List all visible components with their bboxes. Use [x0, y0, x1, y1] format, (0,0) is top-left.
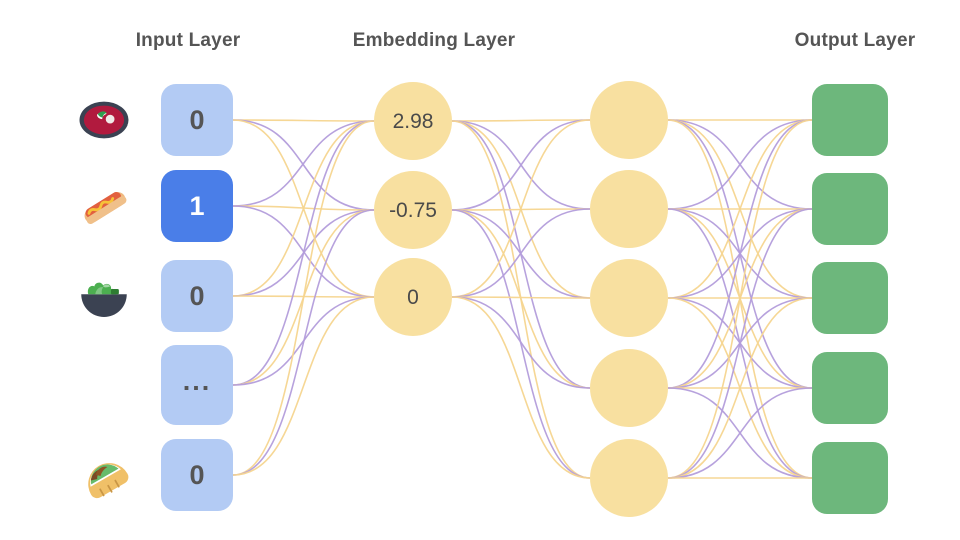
edge: [667, 119, 813, 389]
edge: [451, 296, 591, 479]
edge: [451, 208, 591, 298]
output-node-3[interactable]: [812, 262, 888, 334]
edge: [232, 209, 375, 476]
edge: [232, 119, 375, 122]
edge: [232, 120, 375, 476]
edge: [451, 119, 591, 298]
edge: [667, 119, 813, 479]
output-node-4[interactable]: [812, 352, 888, 424]
edge: [232, 120, 375, 207]
layer-title-output-layer: Output Layer: [794, 30, 916, 51]
green-salad-icon: [76, 268, 132, 324]
input-node-value: ...: [182, 365, 212, 396]
embedding-node-2[interactable]: -0.75: [374, 171, 452, 249]
edge: [451, 209, 591, 389]
hidden-node-5[interactable]: [590, 439, 668, 517]
edge: [451, 119, 591, 211]
output-node-5[interactable]: [812, 442, 888, 514]
edge: [232, 296, 375, 476]
input-node-value: 1: [189, 190, 205, 221]
layer-title-embedding-layer: Embedding Layer: [352, 30, 516, 51]
edge: [667, 208, 813, 479]
input-node-2[interactable]: 1: [161, 170, 233, 242]
hidden-node-2[interactable]: [590, 170, 668, 248]
edge: [667, 119, 813, 210]
hidden-node-1[interactable]: [590, 81, 668, 159]
input-node-3[interactable]: 0: [161, 260, 233, 332]
layer-title-input-layer: Input Layer: [135, 30, 241, 51]
hidden-node-3[interactable]: [590, 259, 668, 337]
embedding-node-1[interactable]: 2.98: [374, 82, 452, 160]
output-node-1[interactable]: [812, 84, 888, 156]
embedding-node-value: -0.75: [389, 198, 437, 222]
edge: [667, 387, 813, 479]
edges-hidden-to-output: [667, 119, 813, 479]
input-node-value: 0: [189, 280, 205, 311]
edge: [232, 120, 375, 386]
edge: [667, 119, 813, 299]
input-node-4[interactable]: ...: [161, 345, 233, 425]
soup-bowl-icon: [76, 92, 132, 148]
edge: [451, 296, 591, 389]
edge: [451, 296, 591, 299]
input-node-value: 0: [189, 104, 205, 135]
edges-input-to-embedding: [232, 119, 375, 476]
edge: [232, 120, 375, 297]
input-node-1[interactable]: 0: [161, 84, 233, 156]
input-node-value: 0: [189, 459, 205, 490]
edge: [451, 119, 591, 122]
edge: [451, 209, 591, 479]
embedding-node-value: 0: [407, 285, 419, 309]
embedding-node-value: 2.98: [392, 109, 434, 133]
edge: [232, 119, 375, 211]
edge: [667, 297, 813, 479]
embedding-node-3[interactable]: 0: [374, 258, 452, 336]
edges-embedding-to-hidden: [451, 119, 591, 479]
hidden-node-4[interactable]: [590, 349, 668, 427]
hot-dog-icon: [76, 178, 132, 234]
taco-icon: [76, 447, 132, 503]
input-node-5[interactable]: 0: [161, 439, 233, 511]
output-node-2[interactable]: [812, 173, 888, 245]
